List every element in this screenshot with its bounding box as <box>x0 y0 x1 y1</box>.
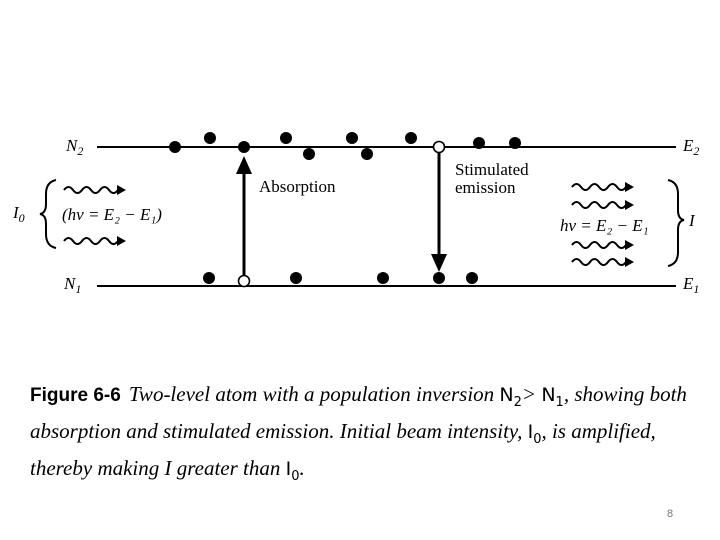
caption-symbol-i0: I0 <box>527 420 542 447</box>
atom <box>169 141 181 153</box>
stimulated-label-line1: Stimulated <box>455 160 529 179</box>
input-photon-wave-icon <box>63 186 119 194</box>
upper-energy-label: E2 <box>682 136 699 158</box>
output-intensity-label: I <box>688 211 696 230</box>
output-photon-wave-icon <box>571 241 627 249</box>
input-left-brace-icon <box>39 179 57 249</box>
absorption-arrowhead <box>236 156 252 174</box>
lower-energy-label: E1 <box>682 274 699 296</box>
output-photon-arrowhead-icon <box>625 257 634 267</box>
empty-upper-state <box>432 140 446 154</box>
atom <box>405 132 417 144</box>
atom <box>509 137 521 149</box>
atom <box>303 148 315 160</box>
caption-text: Two-level atom with a population inversi… <box>128 382 500 406</box>
caption-symbol-i0: I0 <box>285 457 300 484</box>
atom <box>204 132 216 144</box>
page-number: 8 <box>667 508 674 520</box>
atom <box>377 272 389 284</box>
stimulated-label-line2: emission <box>455 178 516 197</box>
absorption-label: Absorption <box>259 177 336 196</box>
figure-caption: Figure 6-6 Two-level atom with a populati… <box>30 380 690 490</box>
caption-text: , is amplified, thereby making I greater… <box>30 418 656 480</box>
output-photon-wave-icon <box>571 201 627 209</box>
output-photon-wave-icon <box>571 258 627 266</box>
atom <box>361 148 373 160</box>
atom <box>346 132 358 144</box>
energy-level-diagram: N2 N1 E2 E1 Absorption Stimulated emissi… <box>12 132 699 296</box>
atom <box>238 141 250 153</box>
atom <box>290 272 302 284</box>
output-photon-arrowhead-icon <box>625 200 634 210</box>
empty-lower-state <box>237 274 251 288</box>
output-photon-relation: hν = E₂ − E₁ <box>560 216 649 235</box>
upper-level-atoms <box>169 132 521 160</box>
figure-number: Figure 6-6 <box>30 385 121 406</box>
atom <box>203 272 215 284</box>
stimulated-emission-arrowhead <box>431 254 447 272</box>
atom <box>433 272 445 284</box>
caption-text: > <box>521 382 542 406</box>
input-photon-arrowhead-icon <box>117 236 126 246</box>
output-photon-wave-icon <box>571 183 627 191</box>
atom <box>280 132 292 144</box>
caption-text: , showing both absorption and stimulated… <box>30 382 687 443</box>
caption-text: . <box>299 455 305 480</box>
output-right-brace-icon <box>667 179 685 267</box>
output-photon-arrowhead-icon <box>625 240 634 250</box>
input-photon-arrowhead-icon <box>117 185 126 195</box>
atom <box>466 272 478 284</box>
caption-symbol-n2: N2 <box>499 384 522 410</box>
lower-level-atoms <box>203 272 478 284</box>
caption-symbol-n1: N1 <box>541 384 564 410</box>
input-intensity-label: I0 <box>12 203 25 225</box>
lower-population-label: N1 <box>63 274 81 296</box>
input-photon-relation: (hν = E₂ − E₁) <box>62 205 162 224</box>
atom <box>473 137 485 149</box>
upper-population-label: N2 <box>65 136 83 158</box>
input-photon-wave-icon <box>63 237 119 245</box>
output-photon-arrowhead-icon <box>625 182 634 192</box>
